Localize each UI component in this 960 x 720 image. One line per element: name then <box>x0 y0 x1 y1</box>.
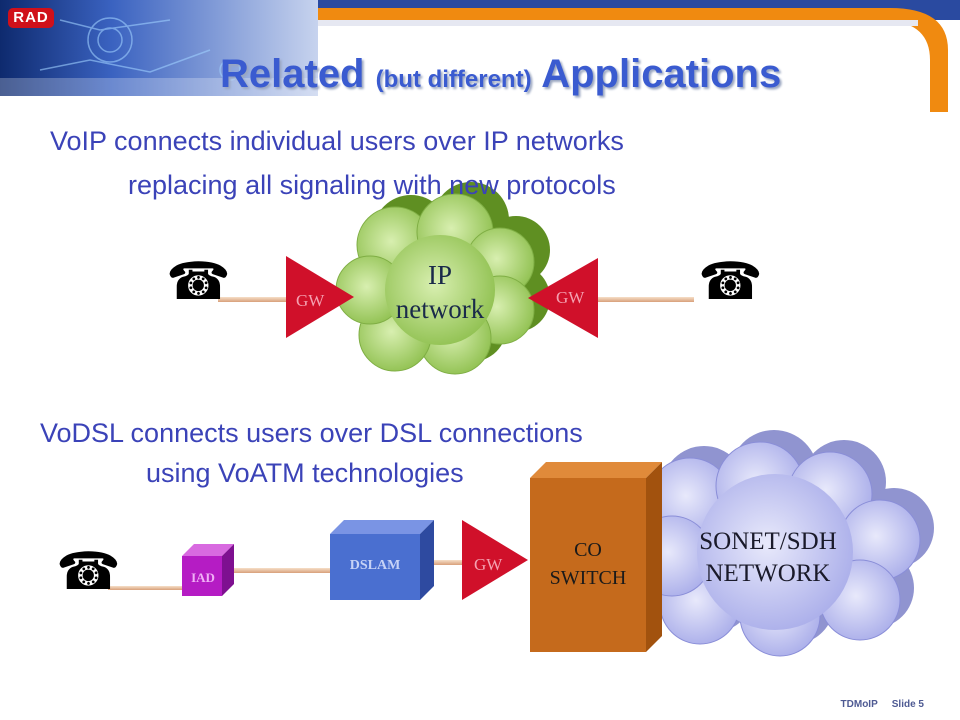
vodsl-text-line1: VoDSL connects users over DSL connection… <box>40 418 583 448</box>
iad-label: IAD <box>191 570 215 585</box>
telephone-icon: ☎ <box>166 252 231 312</box>
telephone-icon: ☎ <box>698 252 763 312</box>
gateway-left-label: GW <box>296 291 325 310</box>
header-band <box>0 0 960 112</box>
footer-label: TDMoIP <box>840 699 878 710</box>
dslam-gw-line <box>418 560 466 565</box>
co-switch-label-line1: CO <box>574 539 602 561</box>
sonet-sdh-label: SONET/SDH NETWORK <box>668 526 868 590</box>
gateway-right <box>528 258 598 338</box>
slide-number: Slide 5 <box>891 699 924 710</box>
title-end: Applications <box>531 52 782 96</box>
title-main: Related <box>220 52 376 96</box>
sonet-label-line2: NETWORK <box>705 560 831 587</box>
phone-line-right <box>596 297 694 302</box>
telephone-icon: ☎ <box>56 542 121 602</box>
iad-dslam-line <box>234 568 334 573</box>
voip-text-line2: replacing all signaling with new protoco… <box>128 170 616 200</box>
sonet-sdh-cloud <box>631 430 934 657</box>
title-parenthetical: (but different) <box>375 66 532 93</box>
rad-logo: RAD <box>8 8 54 28</box>
vodsl-text-line2: using VoATM technologies <box>146 458 464 488</box>
co-switch <box>530 462 662 652</box>
iad-device <box>182 544 234 596</box>
dslam-label: DSLAM <box>349 558 401 573</box>
page-title: Related (but different) Applications <box>220 52 781 97</box>
ip-network-label-line2: network <box>395 294 485 324</box>
gateway-right-label: GW <box>556 288 585 307</box>
ip-network-label: IP network <box>380 258 500 326</box>
phone-line-dsl <box>108 586 186 590</box>
gateway-dsl-label: GW <box>474 555 503 574</box>
gateway-dsl <box>462 520 528 600</box>
voip-text-line1: VoIP connects individual users over IP n… <box>50 126 624 156</box>
slide-footer: TDMoIP Slide 5 <box>827 699 924 710</box>
dslam-device <box>330 520 434 600</box>
sonet-label-line1: SONET/SDH <box>699 528 837 555</box>
co-switch-label: CO SWITCH <box>530 536 646 592</box>
ip-network-label-line1: IP <box>427 260 452 290</box>
gateway-left <box>286 256 354 338</box>
ip-network-cloud <box>335 182 550 375</box>
co-switch-label-line2: SWITCH <box>549 567 627 589</box>
phone-line-left <box>218 297 290 302</box>
